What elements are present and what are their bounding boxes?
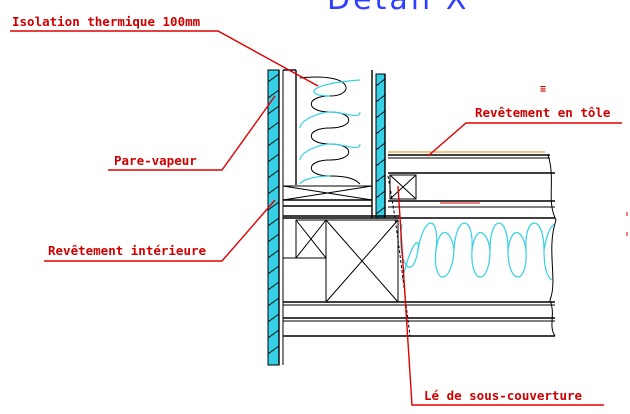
roof-insulation-pattern — [400, 222, 553, 281]
wall-insulation-pattern — [299, 76, 361, 185]
label-vapour-barrier: Pare-vapeur — [114, 153, 197, 168]
annotation-insulation: Isolation thermique 100mm — [10, 14, 319, 87]
annotation-underlay: Lé de sous-couverture — [397, 185, 604, 406]
label-underlay: Lé de sous-couverture — [424, 388, 583, 403]
svg-text:≡: ≡ — [540, 84, 546, 95]
label-interior-cladding: Revêtement intérieure — [48, 243, 207, 258]
label-metal-cladding: Revêtement en tôle — [475, 105, 611, 120]
wall-section — [267, 69, 400, 366]
annotation-metal-cladding: Revêtement en tôle ≡ — [427, 84, 622, 157]
label-insulation: Isolation thermique 100mm — [12, 14, 201, 29]
annotation-interior-cladding: Revêtement intérieure — [44, 199, 276, 262]
roof-section — [283, 151, 557, 337]
annotation-vapour-barrier: Pare-vapeur — [108, 95, 276, 171]
detail-title: Detail X — [327, 0, 469, 17]
